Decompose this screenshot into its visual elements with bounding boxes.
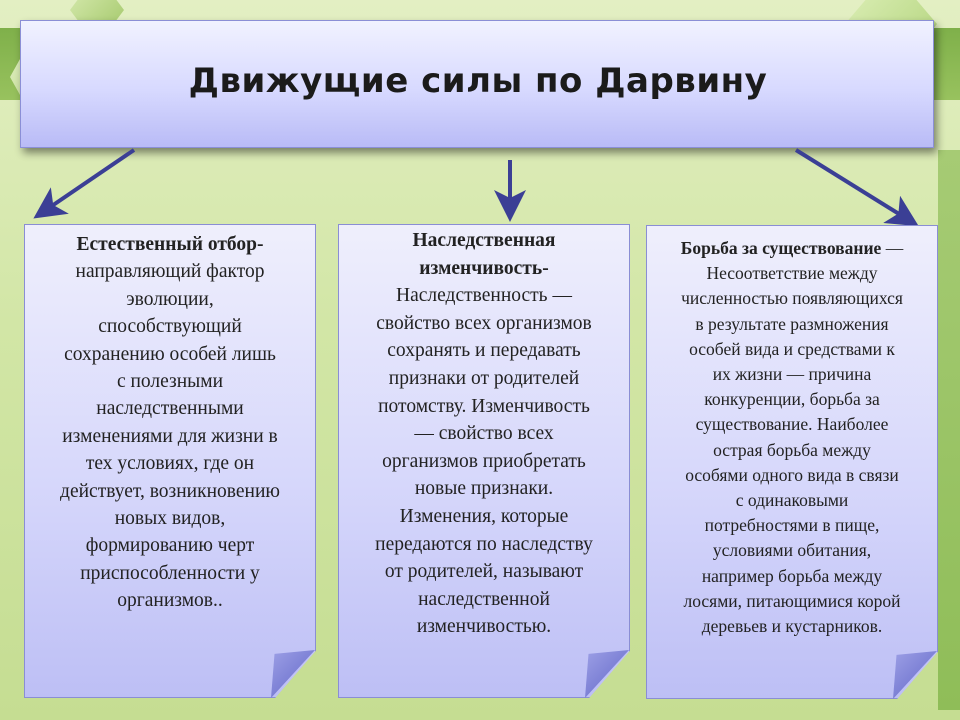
card-line: передаются по наследству [375,533,593,555]
card-line: действует, возникновению [60,480,280,502]
card-struggle-for-existence: Борьба за существование — Несоответствие… [646,225,938,699]
card-line: формированию черт [85,535,255,557]
card-line: изменениями для жизни в [62,425,278,447]
card-line: с полезными [116,371,224,393]
card-line: потребностями в пище, [704,515,880,536]
card-heredity-variation: Наследственная изменчивость- Наследствен… [338,224,630,698]
card-line: лосями, питающимися корой [683,590,901,611]
card-heading-suffix: — [881,238,904,258]
card-line: численностью появляющихся [681,288,903,309]
card-line: наследственной [418,588,550,610]
card-line: Наследственность — [396,285,572,307]
card-line: сохранять и передавать [387,340,581,362]
card-line: изменчивостью. [416,616,552,638]
card-line: особями одного вида в связи [685,464,899,485]
card-line: организмов.. [117,590,223,612]
card-line: новых видов, [114,508,226,530]
card-line: потомству. Изменчивость [378,395,590,417]
card-line: условиями обитания, [712,540,872,561]
card-line: Изменения, которые [399,505,569,527]
card-heading: Борьба за существование [680,238,882,258]
card-line: новые признаки. [414,478,554,500]
card-heading-row: Борьба за существование — [655,236,929,261]
card-line: — свойство всех [414,423,554,445]
card-line: эволюции, [126,288,214,310]
card-line: острая борьба между [713,439,871,460]
card-line: признаки от родителей [388,367,580,389]
card-line: Несоответствие между [706,263,878,284]
card-line: наследственными [96,398,244,420]
card-line: приспособленности у [80,562,260,584]
diagram-title: Движущие силы по Дарвину [188,61,768,101]
card-line: существование. Наиболее [695,414,889,435]
card-line: от родителей, называют [384,561,584,583]
card-line: особей вида и средствами к [689,338,895,359]
card-line: способствующий [98,316,242,338]
card-line: их жизни — причина [712,364,872,385]
card-line: тех условиях, где он [85,453,255,475]
card-natural-selection: Естественный отбор- направляющий фактор … [24,224,316,698]
card-line: сохранению особей лишь [64,343,276,365]
decor-right-strip [938,150,960,710]
card-line: в результате размножения [695,313,889,334]
title-box: Движущие силы по Дарвину [20,20,934,148]
card-heading: изменчивость- [419,257,549,279]
card-line: организмов приобретать [382,450,586,472]
card-heading: Естественный отбор- [76,234,264,255]
card-line: например борьба между [701,565,883,586]
card-line: деревьев и кустарников. [701,616,883,637]
arrow-left [33,148,136,219]
card-heading: Наследственная [412,230,556,251]
card-line: с одинаковыми [735,490,849,511]
card-line: свойство всех организмов [376,312,592,334]
card-line: направляющий фактор [75,261,265,283]
card-line: конкуренции, борьба за [704,389,880,410]
arrow-right [794,148,919,227]
